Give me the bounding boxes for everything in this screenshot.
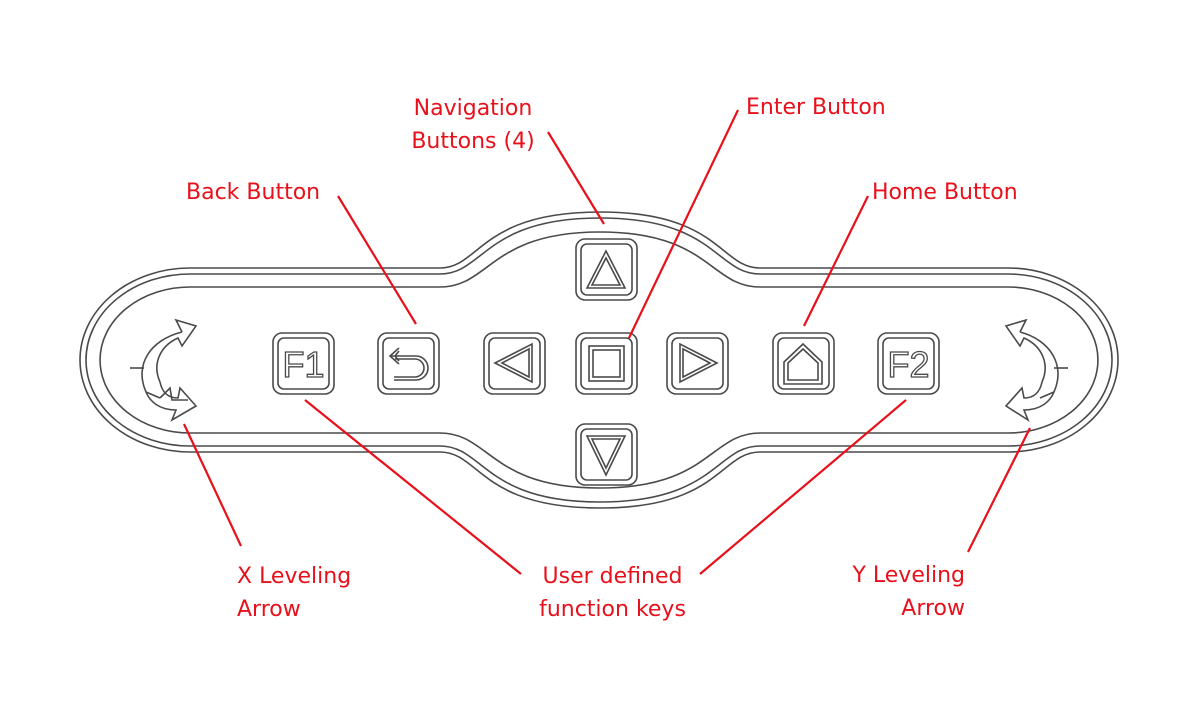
label-back-button: Back Button bbox=[186, 180, 321, 205]
triangle-up-icon bbox=[585, 249, 627, 289]
leader-lines bbox=[183, 109, 1031, 575]
curved-arrow-icon bbox=[141, 318, 198, 422]
nav-right-button[interactable] bbox=[666, 332, 729, 395]
label-y-leveling-arrow: Y Leveling Arrow bbox=[852, 563, 965, 621]
home-icon bbox=[783, 342, 823, 385]
square-icon bbox=[588, 345, 625, 382]
leader-enter bbox=[628, 109, 739, 339]
triangle-down-icon bbox=[585, 435, 627, 477]
enter-button[interactable] bbox=[575, 332, 638, 395]
triangle-left-icon bbox=[493, 342, 533, 384]
keypad-housing bbox=[79, 211, 1119, 509]
label-navigation-buttons: Navigation Buttons (4) bbox=[411, 96, 535, 154]
label-x-leveling-arrow: X Leveling Arrow bbox=[237, 564, 352, 622]
nav-up-button[interactable] bbox=[575, 238, 638, 301]
leader-y-leveling bbox=[967, 427, 1031, 553]
nav-down-button[interactable] bbox=[575, 423, 638, 486]
f2-key-label: F2 bbox=[887, 344, 929, 385]
nav-left-button[interactable] bbox=[483, 332, 546, 395]
label-home-button: Home Button bbox=[872, 180, 1018, 205]
leader-back bbox=[337, 195, 417, 325]
curved-arrow-icon bbox=[1004, 318, 1059, 423]
f1-key[interactable]: F1 bbox=[272, 332, 335, 395]
f2-key[interactable]: F2 bbox=[877, 332, 940, 395]
triangle-right-icon bbox=[679, 342, 719, 384]
back-arrow-icon bbox=[388, 347, 429, 381]
back-button[interactable] bbox=[377, 332, 440, 395]
home-button[interactable] bbox=[772, 332, 835, 395]
leader-f2 bbox=[699, 399, 907, 575]
leader-x-leveling bbox=[183, 423, 242, 547]
label-user-defined-function-keys: User defined function keys bbox=[539, 564, 686, 622]
x-leveling-arrow[interactable] bbox=[130, 318, 198, 422]
leader-home bbox=[803, 195, 869, 327]
leader-f1 bbox=[304, 399, 522, 575]
y-leveling-arrow[interactable] bbox=[1004, 318, 1068, 423]
f1-key-label: F1 bbox=[282, 344, 324, 385]
leader-navigation bbox=[547, 131, 605, 225]
label-enter-button: Enter Button bbox=[746, 95, 886, 120]
